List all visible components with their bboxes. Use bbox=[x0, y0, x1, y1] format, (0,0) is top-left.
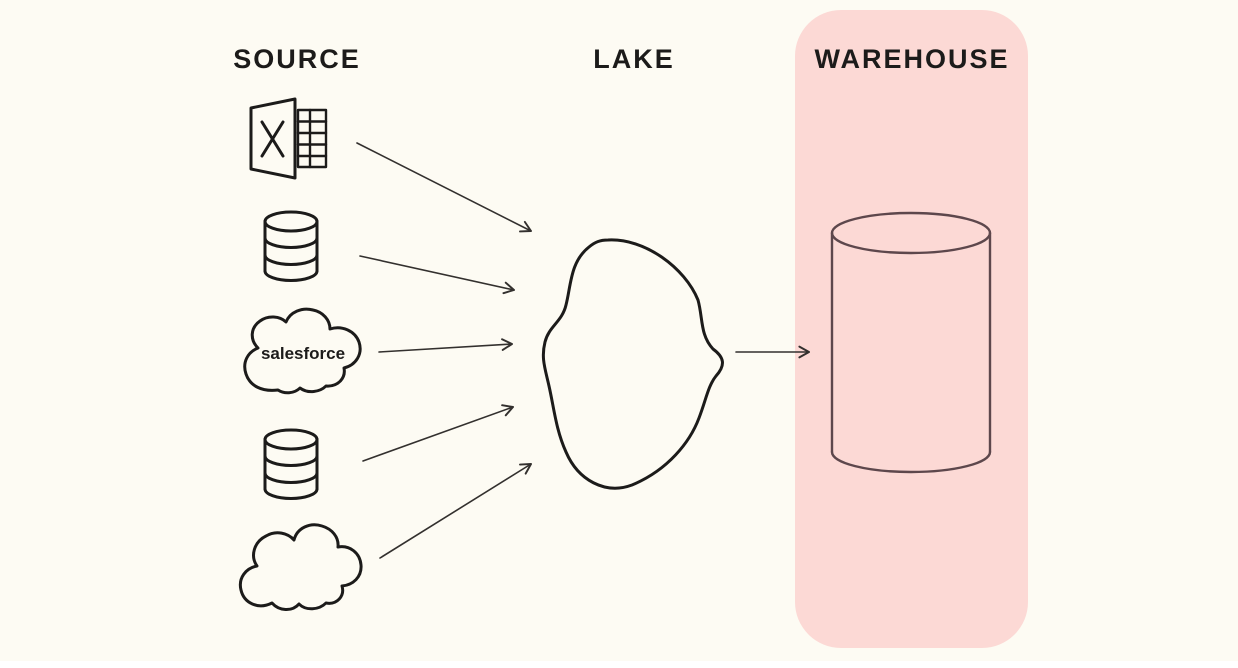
arrow-database2-to-lake bbox=[362, 404, 514, 462]
column-heading-lake: LAKE bbox=[593, 44, 675, 74]
excel-spreadsheet-icon bbox=[249, 97, 328, 180]
salesforce-label: salesforce bbox=[261, 344, 345, 363]
warehouse-cylinder-icon bbox=[830, 211, 992, 474]
database-icon-2 bbox=[263, 428, 319, 500]
arrow-salesforce-to-lake bbox=[378, 338, 513, 353]
salesforce-icon: salesforce bbox=[243, 307, 362, 395]
lake-blob bbox=[541, 238, 724, 490]
arrow-cloud-to-lake bbox=[379, 463, 532, 559]
cloud-icon bbox=[238, 523, 363, 611]
arrow-database1-to-lake bbox=[359, 255, 515, 295]
column-heading-source: SOURCE bbox=[233, 44, 361, 74]
column-heading-warehouse: WAREHOUSE bbox=[814, 44, 1010, 74]
arrow-excel-to-lake bbox=[356, 142, 532, 233]
database-icon-1 bbox=[263, 210, 319, 282]
bottom-white-strip bbox=[0, 661, 1238, 668]
